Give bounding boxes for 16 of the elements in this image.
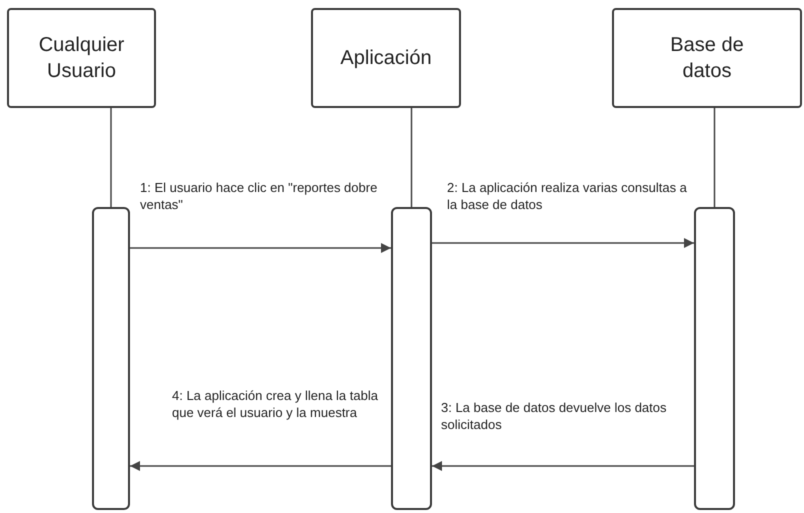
lifeline xyxy=(714,108,716,207)
lifeline-header-box xyxy=(612,8,802,108)
lifeline-title: Aplicación xyxy=(340,46,432,71)
lifeline-title: Cualquier Usuario xyxy=(38,33,126,84)
lifeline xyxy=(110,108,112,207)
message-arrow xyxy=(130,243,391,253)
activation-bar xyxy=(92,207,130,510)
lifeline-header-box xyxy=(7,8,156,108)
message-arrow xyxy=(130,461,391,471)
message-arrow xyxy=(432,238,694,248)
lifeline xyxy=(410,108,412,207)
lifeline-title: Base de datos xyxy=(669,33,745,84)
activation-bar xyxy=(391,207,432,510)
message-arrow xyxy=(432,461,694,471)
activation-bar xyxy=(694,207,735,510)
lifeline-header-box xyxy=(311,8,461,108)
